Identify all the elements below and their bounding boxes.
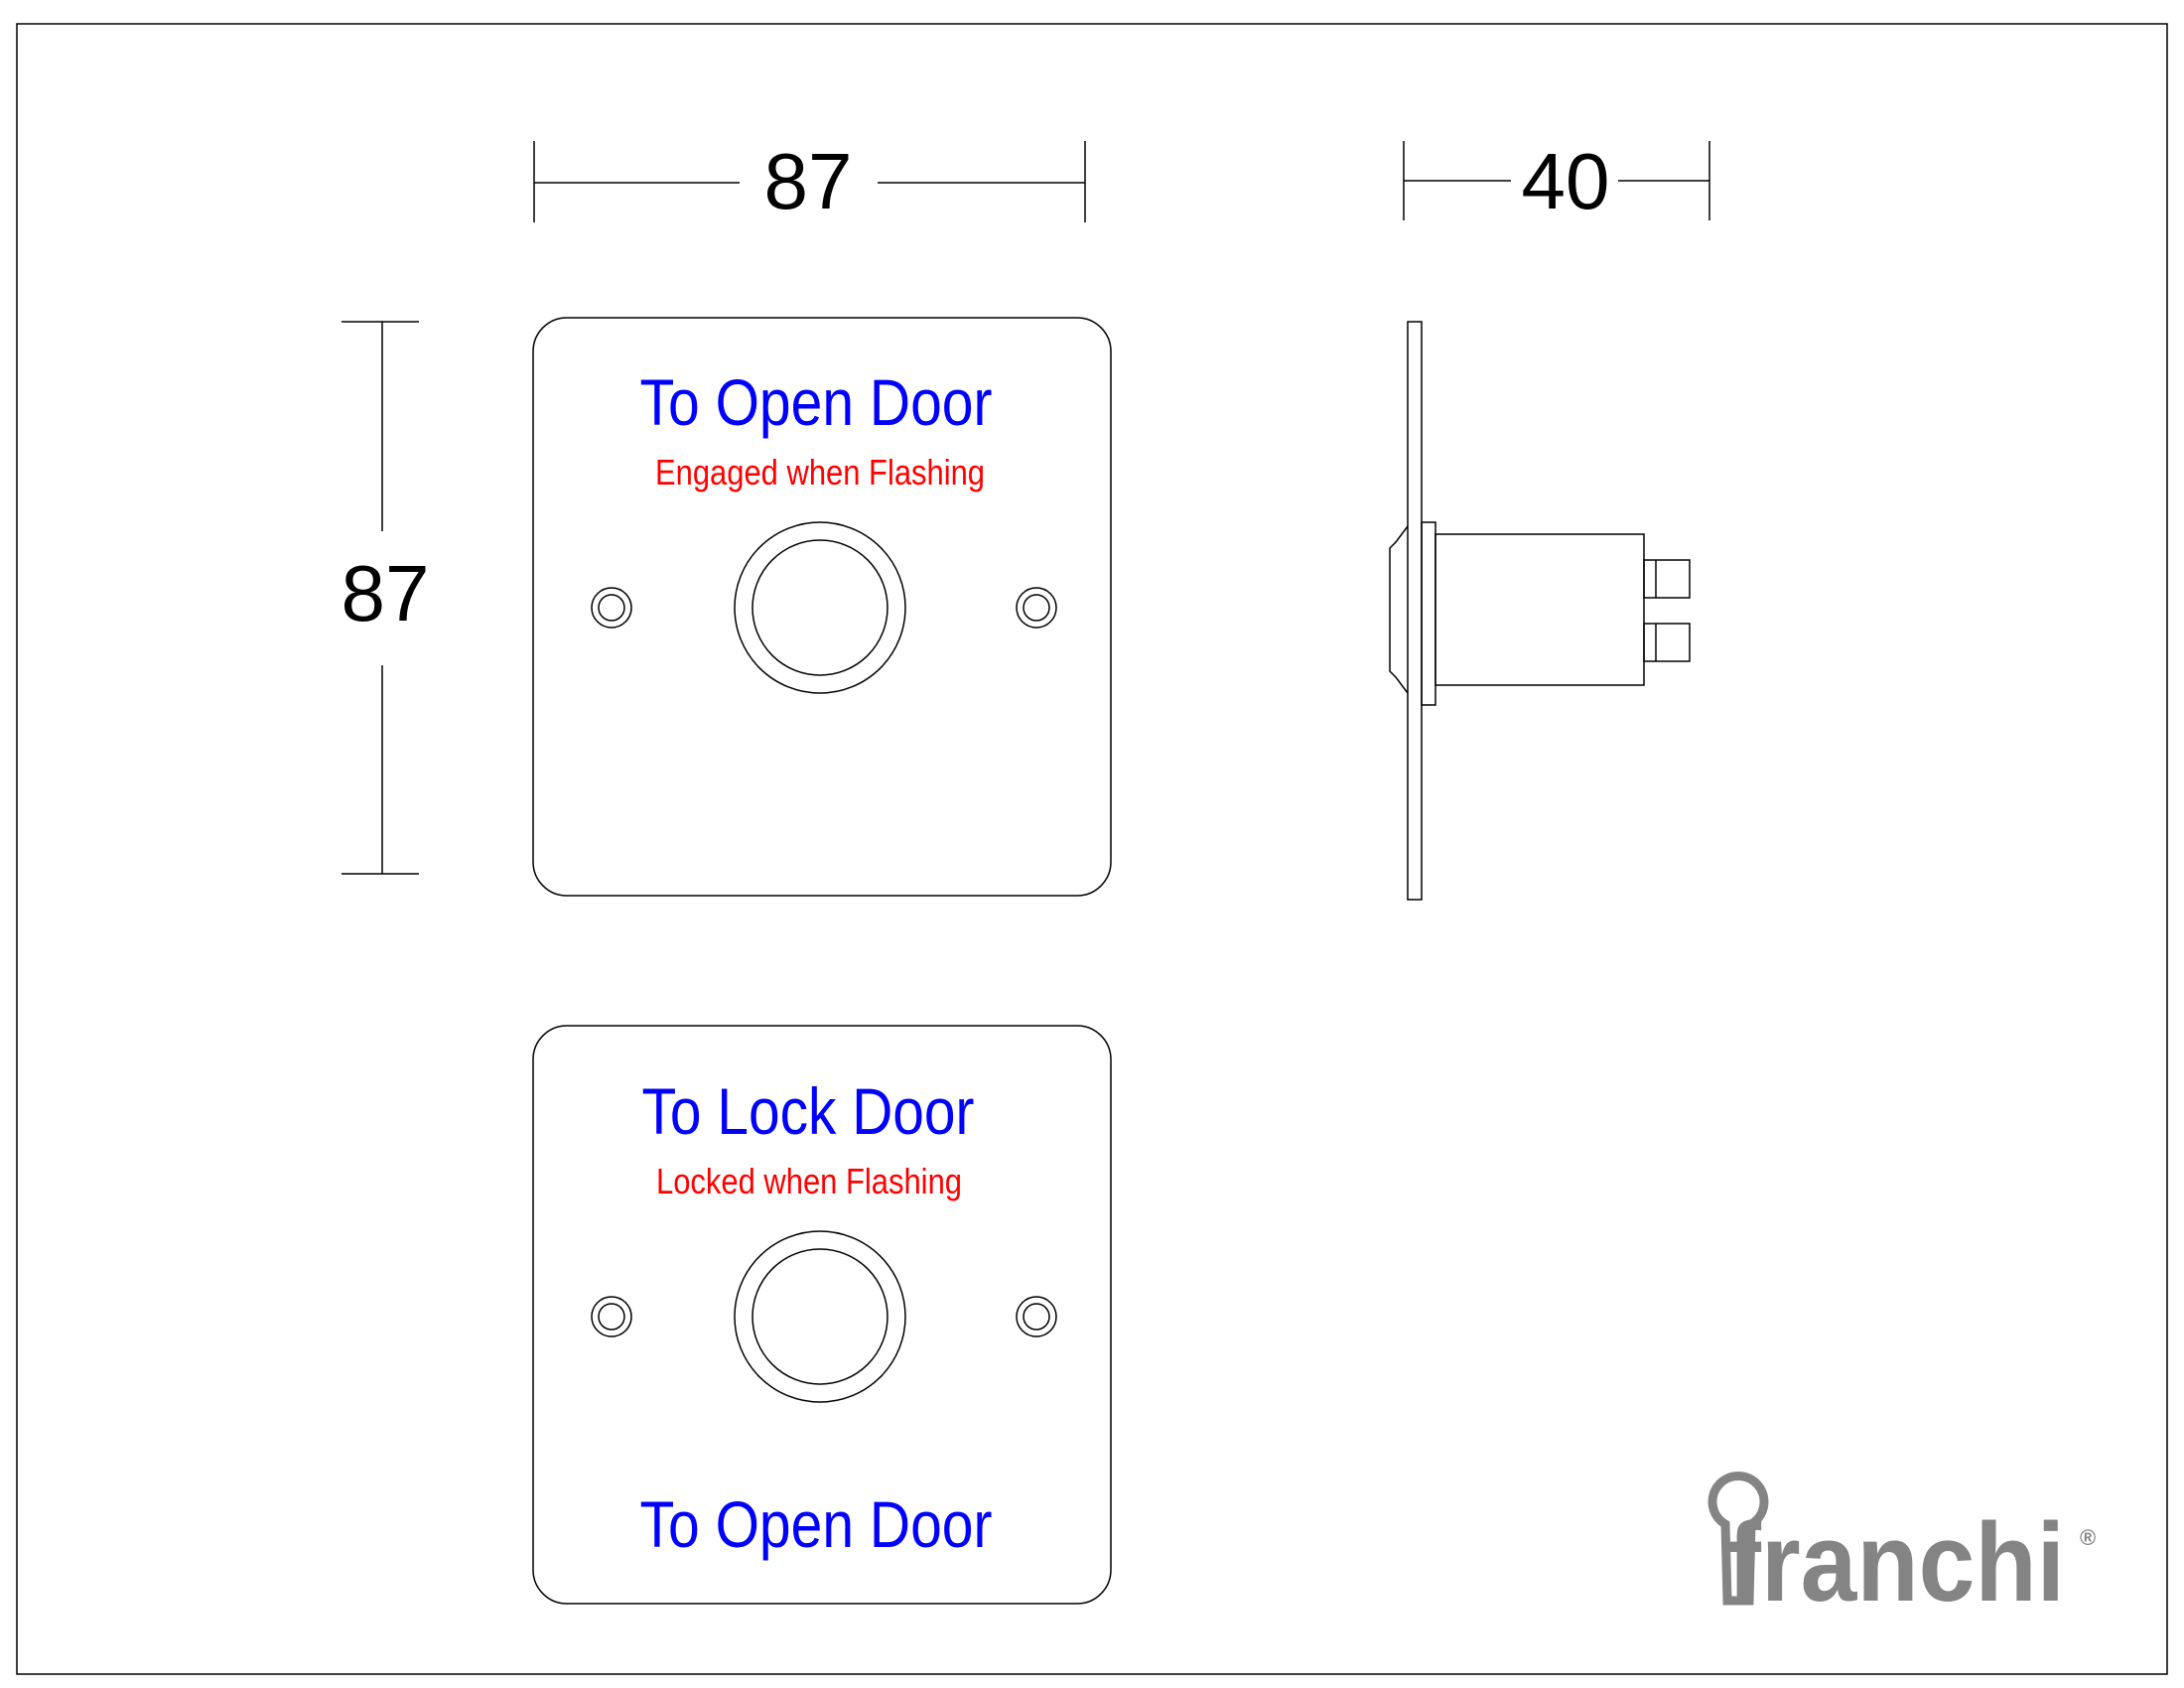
plate-top-main-text: To Open Door (640, 365, 993, 439)
logo-text: franchi (1727, 1500, 2065, 1624)
width-dimension-label: 87 (764, 137, 853, 225)
side-bezel (1389, 525, 1409, 694)
drawing-border (16, 23, 2168, 1675)
push-button-icon (751, 1248, 888, 1385)
depth-dimension-label: 40 (1522, 137, 1610, 225)
plate-top: To Open Door Engaged when Flashing (532, 317, 1112, 897)
side-body (1434, 533, 1645, 686)
screw-hole-left-icon (591, 587, 632, 629)
plate-bottom: To Lock Door Locked when Flashing To Ope… (532, 1025, 1112, 1605)
logo-registered-mark: ® (2080, 1525, 2096, 1550)
height-dimension (341, 321, 419, 875)
keyhole-icon (1707, 1472, 1769, 1606)
plate-bottom-main-text: To Lock Door (642, 1074, 975, 1148)
side-plate (1407, 321, 1423, 901)
width-dimension (533, 141, 1086, 222)
height-dimension-label: 87 (341, 549, 430, 637)
screw-hole-right-icon (1016, 1296, 1057, 1337)
side-terminal-upper (1643, 559, 1691, 599)
side-terminal-lower (1643, 623, 1691, 662)
push-button-ring-icon (734, 1230, 906, 1403)
side-flange (1421, 521, 1436, 706)
franchi-logo: franchi ® (1707, 1472, 2096, 1624)
depth-dimension (1403, 141, 1710, 220)
screw-hole-right-icon (1016, 587, 1057, 629)
plate-bottom-outline (532, 1025, 1112, 1605)
plate-top-outline (532, 317, 1112, 897)
push-button-ring-icon (734, 521, 906, 694)
plate-bottom-sub-text: Locked when Flashing (656, 1161, 962, 1201)
push-button-icon (751, 539, 888, 676)
plate-bottom-bottom-text: To Open Door (640, 1487, 993, 1561)
side-view (1389, 321, 1691, 901)
plate-top-sub-text: Engaged when Flashing (655, 452, 985, 492)
screw-hole-left-icon (591, 1296, 632, 1337)
